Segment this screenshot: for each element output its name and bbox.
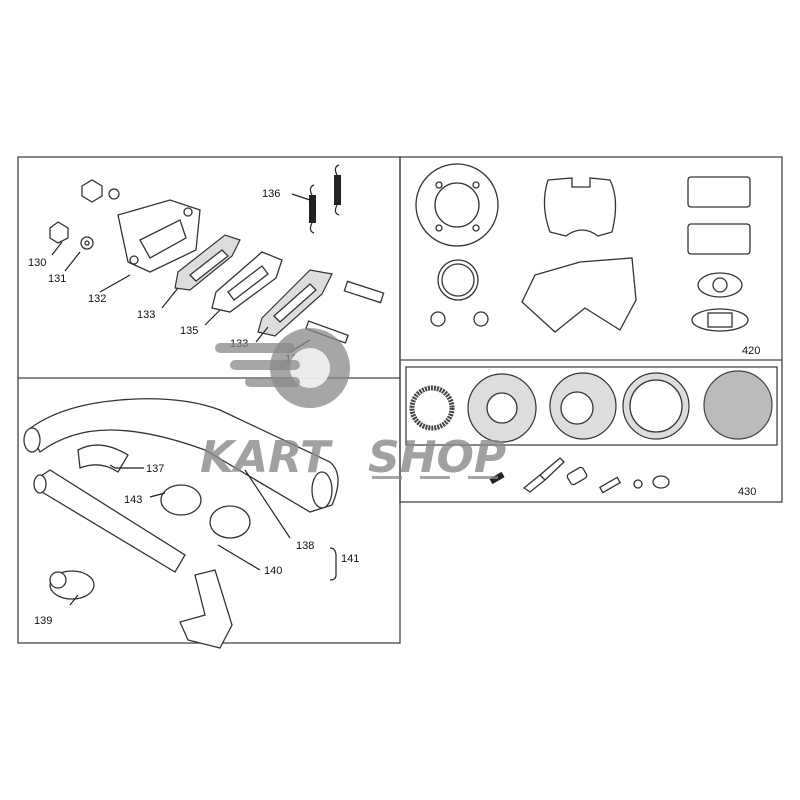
callout-130: 130 xyxy=(28,257,46,269)
nut-part xyxy=(49,179,120,250)
callout-420: 420 xyxy=(742,345,760,357)
callout-136: 136 xyxy=(262,188,280,200)
spring-part xyxy=(309,164,341,234)
watermark-shop: SHOP xyxy=(368,432,506,483)
clamp-part xyxy=(77,444,251,539)
callout-131: 131 xyxy=(48,273,66,285)
kartshop-watermark: KART SHOP xyxy=(200,328,506,483)
manifold-panel: 130 131 132 133 135 133 134 136 xyxy=(28,164,385,365)
callout-135: 135 xyxy=(180,325,198,337)
silencer-part xyxy=(33,469,186,573)
callout-140: 140 xyxy=(264,565,282,577)
callout-141: 141 xyxy=(341,553,359,565)
callout-132: 132 xyxy=(88,293,106,305)
bend-pipe-part xyxy=(179,569,233,649)
manifold-flange-part xyxy=(117,199,201,273)
callout-143: 143 xyxy=(124,494,142,506)
exhaust-panel: 137 143 138 140 141 139 xyxy=(23,398,359,649)
filter-part xyxy=(49,570,95,600)
leader-lines xyxy=(51,193,311,353)
callout-430: 430 xyxy=(738,486,756,498)
carb-kit-panel: 430 xyxy=(409,370,773,498)
gasket-set-panel: 420 xyxy=(415,163,760,357)
watermark-kart: KART xyxy=(200,432,333,483)
callout-139: 139 xyxy=(34,615,52,627)
callout-133: 133 xyxy=(137,309,155,321)
callout-137: 137 xyxy=(146,463,164,475)
exhaust-pipe-part xyxy=(23,398,339,513)
gasket-part xyxy=(174,234,333,337)
callout-138: 138 xyxy=(296,540,314,552)
